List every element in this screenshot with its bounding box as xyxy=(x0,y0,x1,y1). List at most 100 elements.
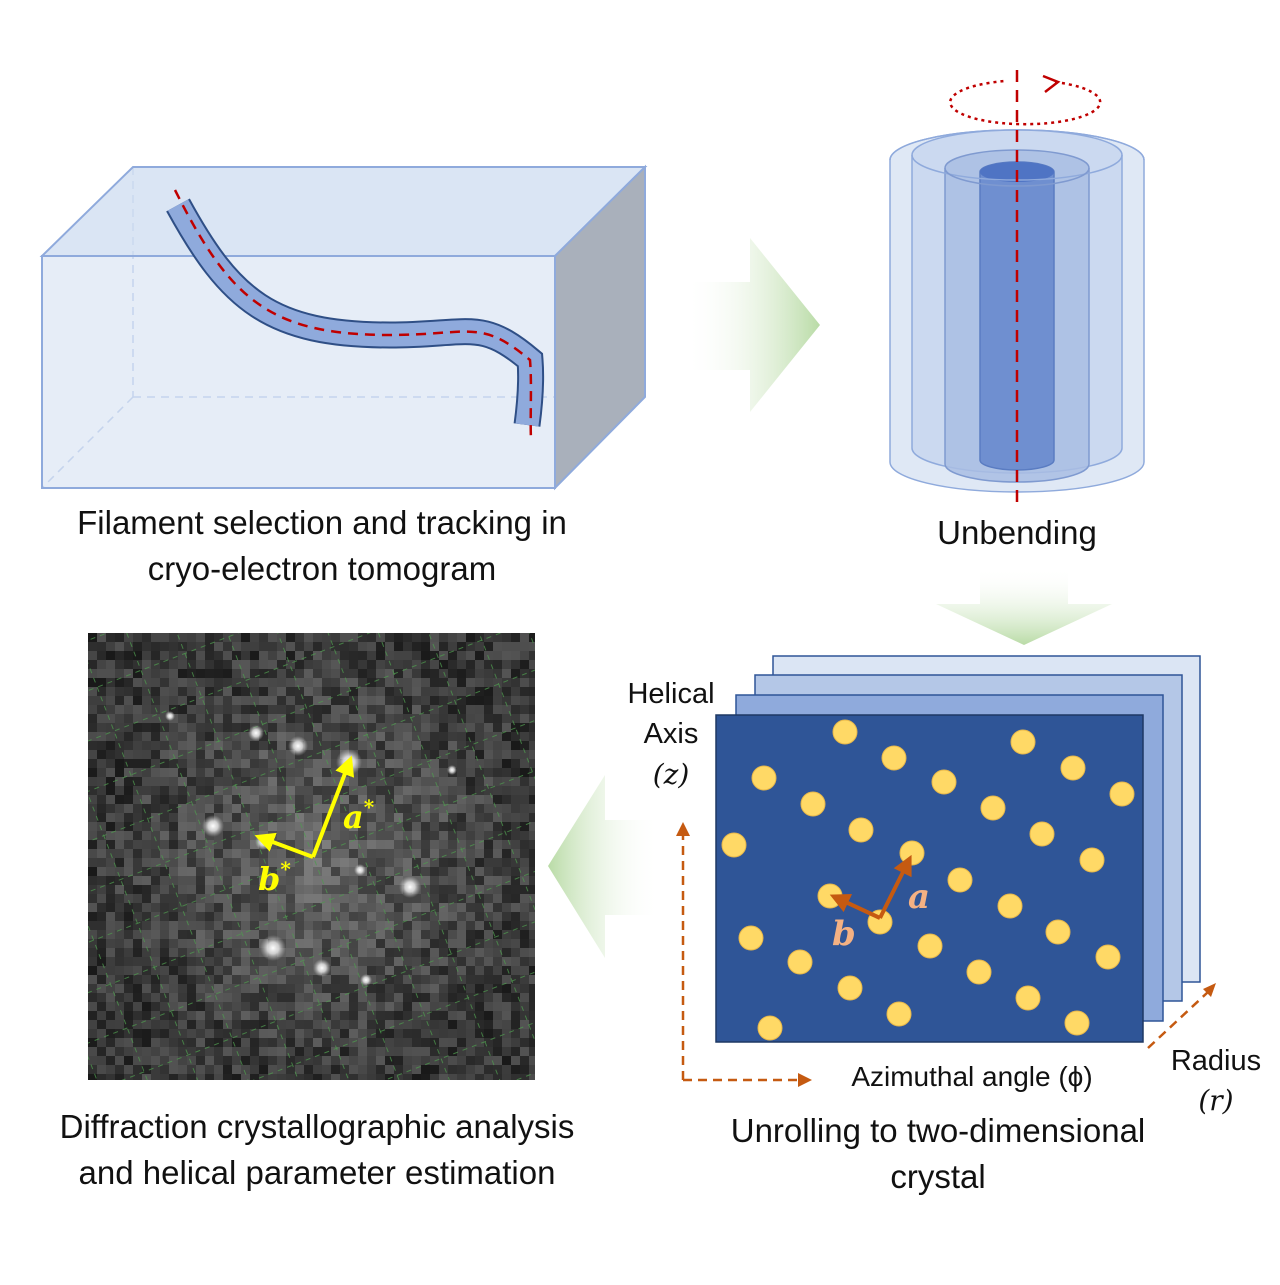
noise-pixel xyxy=(511,948,520,957)
noise-pixel xyxy=(286,813,295,822)
noise-pixel xyxy=(367,768,376,777)
noise-pixel xyxy=(484,984,493,993)
noise-pixel xyxy=(133,678,142,687)
noise-pixel xyxy=(88,885,97,894)
noise-pixel xyxy=(448,975,457,984)
noise-pixel xyxy=(241,1074,250,1080)
noise-pixel xyxy=(187,921,196,930)
noise-pixel xyxy=(439,741,448,750)
noise-pixel xyxy=(97,777,106,786)
noise-pixel xyxy=(322,903,331,912)
noise-pixel xyxy=(196,633,205,642)
noise-pixel xyxy=(403,858,412,867)
noise-pixel xyxy=(277,1056,286,1065)
noise-pixel xyxy=(457,1065,466,1074)
noise-pixel xyxy=(124,885,133,894)
noise-pixel xyxy=(439,849,448,858)
noise-pixel xyxy=(457,939,466,948)
noise-pixel xyxy=(322,1056,331,1065)
noise-pixel xyxy=(493,1038,502,1047)
noise-pixel xyxy=(466,930,475,939)
noise-pixel xyxy=(241,885,250,894)
noise-pixel xyxy=(295,867,304,876)
noise-pixel xyxy=(376,1002,385,1011)
noise-pixel xyxy=(529,813,535,822)
noise-pixel xyxy=(151,921,160,930)
noise-pixel xyxy=(358,1011,367,1020)
noise-pixel xyxy=(367,660,376,669)
noise-pixel xyxy=(295,966,304,975)
noise-pixel xyxy=(88,921,97,930)
lattice-dot xyxy=(848,817,874,843)
noise-pixel xyxy=(277,651,286,660)
noise-pixel xyxy=(115,768,124,777)
noise-pixel xyxy=(178,1029,187,1038)
noise-pixel xyxy=(529,1047,535,1056)
noise-pixel xyxy=(178,750,187,759)
noise-pixel xyxy=(394,948,403,957)
noise-pixel xyxy=(340,795,349,804)
noise-pixel xyxy=(340,822,349,831)
noise-pixel xyxy=(322,696,331,705)
noise-pixel xyxy=(403,1074,412,1080)
noise-pixel xyxy=(493,921,502,930)
noise-pixel xyxy=(448,804,457,813)
noise-pixel xyxy=(142,687,151,696)
noise-pixel xyxy=(286,858,295,867)
noise-pixel xyxy=(178,1074,187,1080)
noise-pixel xyxy=(259,903,268,912)
noise-pixel xyxy=(196,714,205,723)
noise-pixel xyxy=(277,867,286,876)
noise-pixel xyxy=(358,1047,367,1056)
noise-pixel xyxy=(475,849,484,858)
noise-pixel xyxy=(214,741,223,750)
noise-pixel xyxy=(457,714,466,723)
noise-pixel xyxy=(169,804,178,813)
noise-pixel xyxy=(475,1056,484,1065)
noise-pixel xyxy=(106,750,115,759)
noise-pixel xyxy=(124,795,133,804)
noise-pixel xyxy=(187,930,196,939)
noise-pixel xyxy=(439,1065,448,1074)
noise-pixel xyxy=(88,993,97,1002)
noise-pixel xyxy=(187,660,196,669)
noise-pixel xyxy=(268,1002,277,1011)
noise-pixel xyxy=(169,723,178,732)
noise-pixel xyxy=(241,633,250,642)
noise-pixel xyxy=(484,768,493,777)
noise-pixel xyxy=(178,957,187,966)
noise-pixel xyxy=(466,840,475,849)
noise-pixel xyxy=(511,1056,520,1065)
noise-pixel xyxy=(295,858,304,867)
noise-pixel xyxy=(124,849,133,858)
noise-pixel xyxy=(385,750,394,759)
noise-pixel xyxy=(448,1074,457,1080)
noise-pixel xyxy=(196,660,205,669)
noise-pixel xyxy=(241,759,250,768)
noise-pixel xyxy=(88,1038,97,1047)
noise-pixel xyxy=(484,822,493,831)
noise-pixel xyxy=(133,903,142,912)
noise-pixel xyxy=(88,1056,97,1065)
noise-pixel xyxy=(367,813,376,822)
noise-pixel xyxy=(169,1047,178,1056)
noise-pixel xyxy=(295,1047,304,1056)
noise-pixel xyxy=(250,876,259,885)
noise-pixel xyxy=(115,678,124,687)
noise-pixel xyxy=(511,849,520,858)
noise-pixel xyxy=(97,723,106,732)
noise-pixel xyxy=(457,849,466,858)
noise-pixel xyxy=(142,1056,151,1065)
noise-pixel xyxy=(349,741,358,750)
noise-pixel xyxy=(376,822,385,831)
noise-pixel xyxy=(241,1029,250,1038)
noise-pixel xyxy=(421,1029,430,1038)
noise-pixel xyxy=(151,777,160,786)
noise-pixel xyxy=(430,768,439,777)
noise-pixel xyxy=(160,1020,169,1029)
noise-pixel xyxy=(466,975,475,984)
noise-pixel xyxy=(223,696,232,705)
noise-pixel xyxy=(286,1029,295,1038)
vector-b-label: b xyxy=(832,914,856,954)
noise-pixel xyxy=(385,948,394,957)
